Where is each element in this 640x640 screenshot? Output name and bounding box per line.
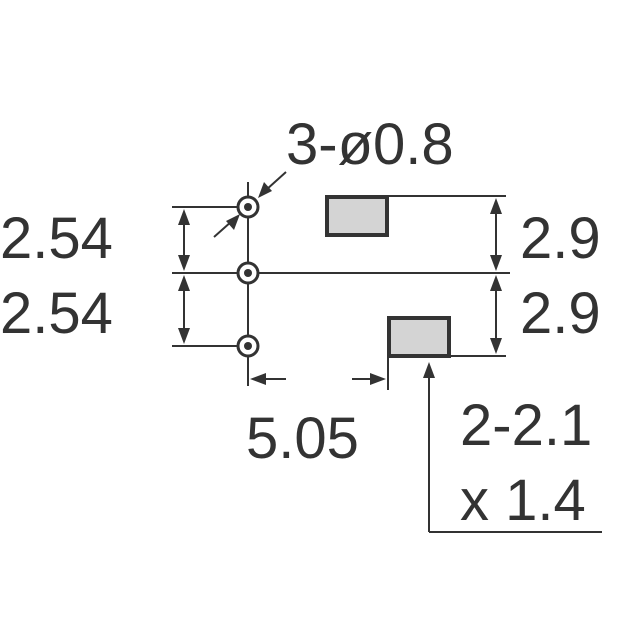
- pitch-bottom-label: 2.54: [0, 281, 113, 346]
- arrow-up: [178, 209, 190, 225]
- pad-offset-dimension-top: [490, 198, 502, 271]
- pitch-dimension-bottom: [178, 275, 190, 344]
- pad-offset-bottom-label: 2.9: [520, 281, 601, 346]
- hole-1: [236, 195, 260, 219]
- arrow-right: [370, 373, 386, 385]
- hole-diameter-label: 3-ø0.8: [286, 112, 454, 177]
- pitch-top-label: 2.54: [0, 206, 113, 271]
- pad-size-label-line1: 2-2.1: [460, 393, 592, 458]
- pad-offset-top-label: 2.9: [520, 206, 601, 271]
- pad-top: [325, 195, 389, 237]
- horizontal-dimension-label: 5.05: [246, 406, 359, 471]
- pad-offset-dimension-bottom: [490, 275, 502, 354]
- arrow-down: [490, 255, 502, 271]
- arrow-to-hole: [258, 182, 272, 198]
- hole-3: [236, 334, 260, 358]
- pad-size-label-line2: x 1.4: [460, 468, 586, 533]
- pad-leader-arrow: [423, 362, 435, 378]
- pitch-dimension-top: [178, 209, 190, 271]
- arrow-down: [178, 328, 190, 344]
- arrow-down: [490, 338, 502, 354]
- arrow-left: [250, 373, 266, 385]
- pad-bottom: [387, 316, 451, 358]
- hole-leader: [213, 171, 287, 238]
- horizontal-dimension: [250, 373, 386, 385]
- arrow-down: [178, 255, 190, 271]
- arrow-up: [178, 275, 190, 291]
- hole-2: [236, 261, 260, 285]
- arrow-to-hole: [226, 214, 240, 230]
- arrow-up: [490, 275, 502, 291]
- arrow-up: [490, 198, 502, 214]
